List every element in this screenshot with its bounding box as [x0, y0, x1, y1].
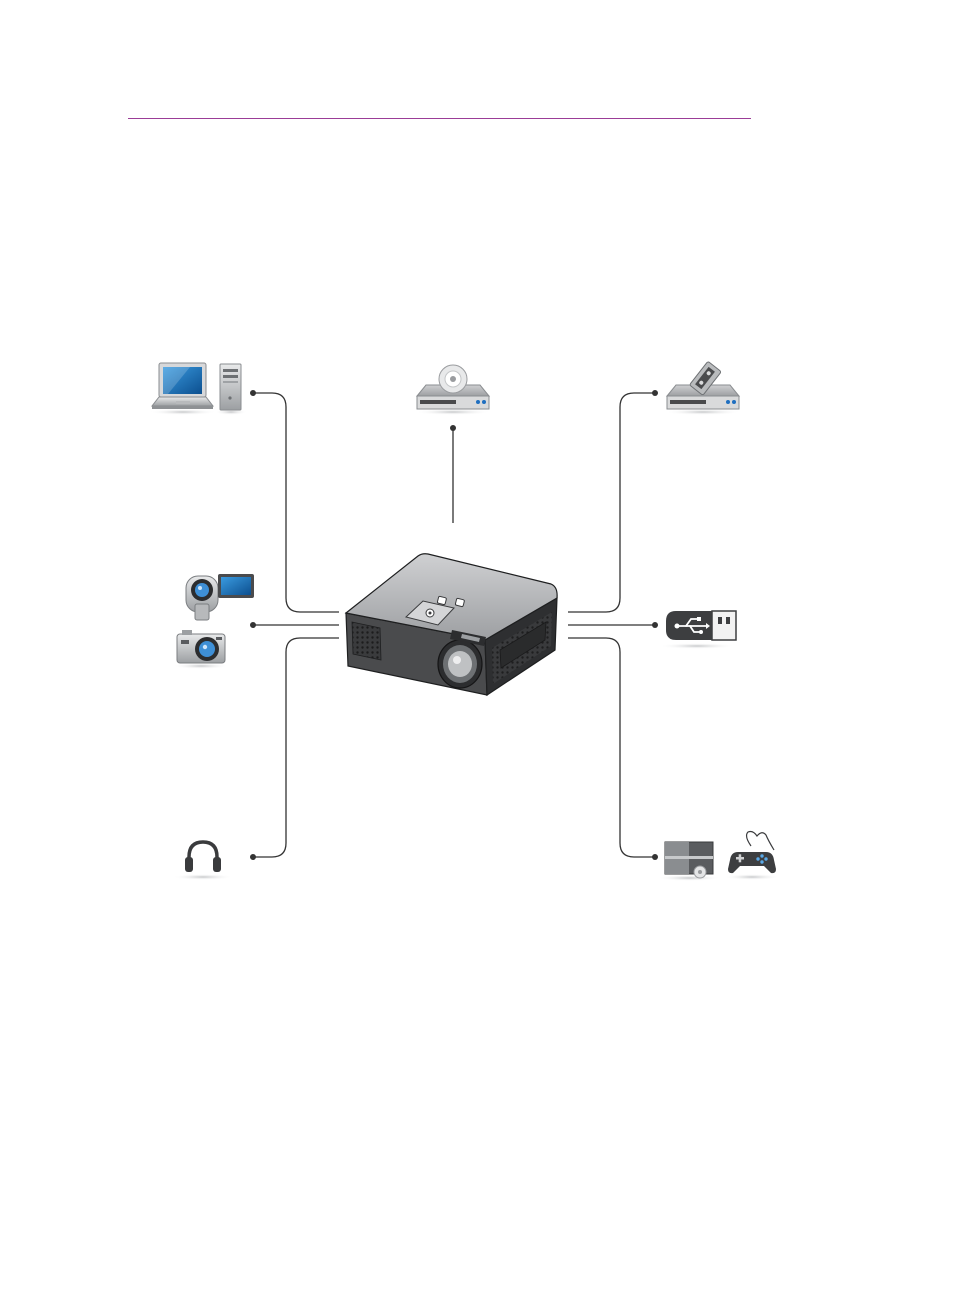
dot-usb [652, 622, 658, 628]
wire-computer [253, 393, 339, 612]
wire-game-console [568, 638, 655, 857]
headphones-icon [173, 842, 233, 880]
camcorder-icon [186, 574, 254, 620]
wire-headphones [253, 638, 339, 857]
vcr-icon [665, 361, 741, 415]
laptop-icon [149, 363, 217, 415]
dot-vcr [652, 390, 658, 396]
gamepad-icon [724, 832, 780, 881]
dot-game-console [652, 854, 658, 860]
wire-vcr [568, 393, 655, 612]
dot-headphones [250, 854, 256, 860]
dot-dvd-player [450, 425, 456, 431]
dvd-player-icon [415, 365, 491, 415]
dot-computer [250, 390, 256, 396]
desktop-tower-icon [215, 364, 247, 415]
digital-camera-icon [173, 630, 229, 669]
projector-icon [346, 554, 557, 695]
game-console-icon [657, 842, 721, 881]
usb-drive-icon [659, 611, 736, 649]
dot-camera [250, 622, 256, 628]
